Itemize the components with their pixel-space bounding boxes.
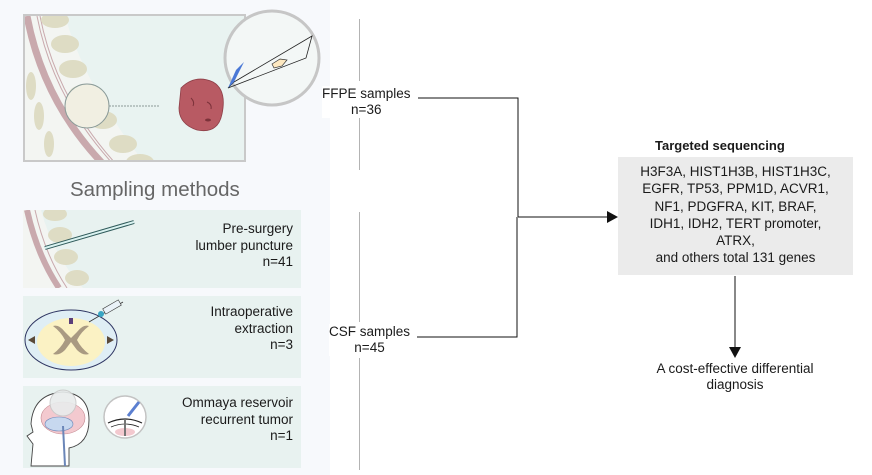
sampling-methods-panel: Sampling methods Pre-surgery lumber punc…	[0, 0, 330, 475]
glass-slide-icon	[223, 9, 321, 107]
method-count: n=3	[270, 337, 293, 352]
gene-list-line: ATRX,	[716, 233, 755, 249]
divider-line	[359, 19, 360, 81]
method-label: Ommaya reservoir recurrent tumor n=1	[181, 395, 293, 443]
method-count: n=1	[270, 428, 293, 443]
gene-list-line: IDH1, IDH2, TERT promoter,	[649, 215, 822, 231]
arrow-head-icon	[729, 347, 741, 358]
head-ommaya-icon	[26, 389, 147, 467]
method-label: Pre-surgery lumber puncture n=41	[195, 221, 293, 269]
ffpe-connector	[418, 97, 519, 217]
ffpe-count: n=36	[351, 102, 382, 117]
csf-samples-label: CSF samples n=45	[329, 324, 411, 356]
gene-list-line: and others total 131 genes	[655, 250, 816, 266]
gene-list-line: H3F3A, HIST1H3B, HIST1H3C,	[640, 164, 831, 179]
method-count: n=41	[262, 254, 293, 269]
method-card-ommaya: Ommaya reservoir recurrent tumor n=1	[23, 386, 301, 468]
csf-count: n=45	[354, 340, 385, 355]
divider-line	[359, 212, 360, 322]
outcome-label: A cost-effective differential diagnosis	[656, 361, 814, 392]
gene-list-line: EGFR, TP53, PPM1D, ACVR1,	[642, 181, 829, 197]
sequencing-title: Targeted sequencing	[655, 138, 785, 153]
spine-tissue-icon	[25, 16, 224, 160]
slide-magnifier	[222, 8, 322, 108]
csf-connector	[417, 217, 518, 338]
spine-needle-icon	[23, 210, 135, 288]
divider-line	[359, 358, 360, 470]
biopsy-illustration	[23, 14, 246, 162]
section-title: Sampling methods	[70, 178, 240, 201]
method-card-lumbar-puncture: Pre-surgery lumber puncture n=41	[23, 210, 301, 288]
method-label: Intraoperative extraction n=3	[210, 304, 293, 352]
divider-line	[359, 115, 360, 170]
ffpe-samples-label: FFPE samples n=36	[322, 86, 411, 118]
gene-list-line: NF1, PDGFRA, KIT, BRAF,	[654, 198, 817, 214]
arrow-head-icon	[607, 211, 618, 223]
gene-panel-box: H3F3A, HIST1H3B, HIST1H3C, EGFR, TP53, P…	[618, 157, 853, 275]
method-card-intraoperative: Intraoperative extraction n=3	[23, 296, 301, 378]
spinal-cord-syringe-icon	[24, 299, 124, 371]
